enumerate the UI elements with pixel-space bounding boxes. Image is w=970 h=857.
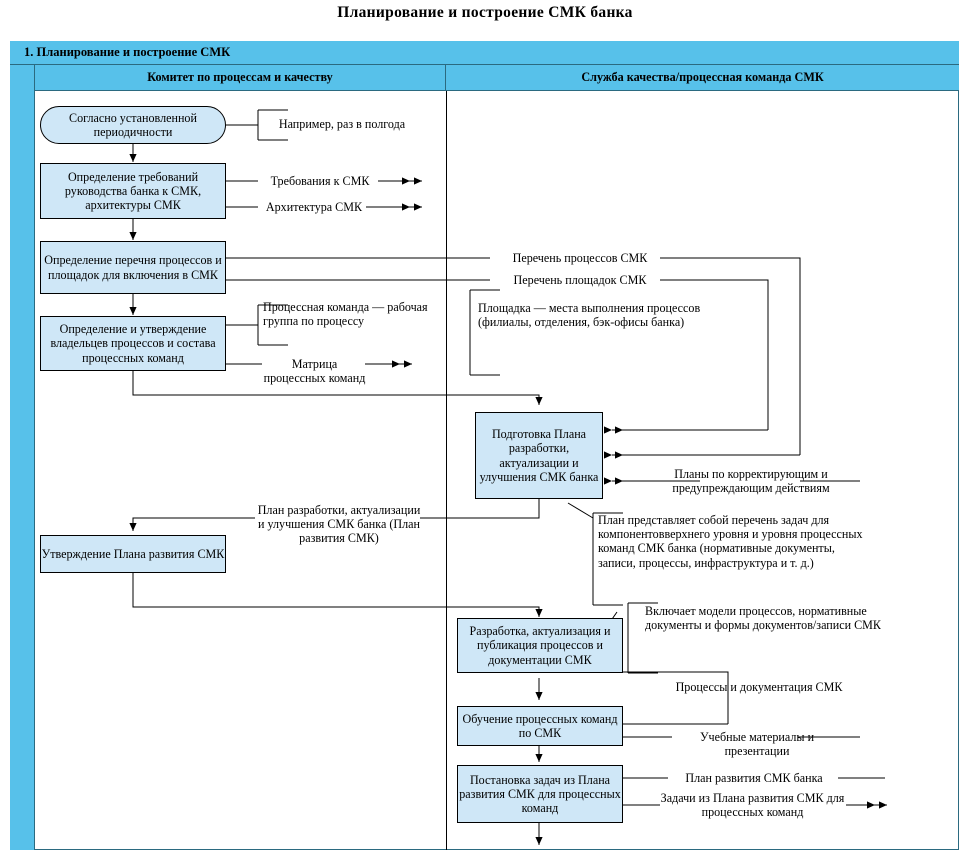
node-plan-approval[interactable]: Утверждение Плана развития СМК — [40, 535, 226, 573]
lane-header-committee: Комитет по процессам и качеству — [35, 65, 446, 91]
node-training[interactable]: Обучение процессных команд по СМК — [457, 706, 623, 746]
node-define-requirements[interactable]: Определение требований руководства банка… — [40, 163, 226, 219]
note-training-materials: Учебные материалы и презентации — [699, 730, 815, 759]
node-plan-preparation[interactable]: Подготовка Плана разработки, актуализаци… — [475, 412, 603, 499]
note-site-list-output: Перечень площадок СМК — [513, 273, 647, 287]
note-plan-description: План представляет собой перечень задач д… — [598, 513, 863, 570]
note-process-list-output: Перечень процессов СМК — [512, 251, 648, 265]
note-team-matrix: Матрица процессных команд — [263, 357, 366, 386]
note-requirements-output: Требования к СМК — [270, 174, 370, 188]
section-header: 1. Планирование и построение СМК — [10, 41, 959, 65]
page-title: Планирование и построение СМК банка — [337, 4, 633, 21]
lane-divider — [446, 91, 447, 850]
note-process-team-definition: Процессная команда — рабочая группа по п… — [263, 300, 428, 329]
note-develop-includes: Включает модели процессов, нормативные д… — [645, 604, 881, 633]
node-define-process-list[interactable]: Определение перечня процессов и площадок… — [40, 241, 226, 294]
node-define-owners[interactable]: Определение и утверждение владельцев про… — [40, 316, 226, 371]
note-development-plan: План разработки, актуализации и улучшени… — [257, 503, 421, 546]
node-develop-publish[interactable]: Разработка, актуализация и публикация пр… — [457, 618, 623, 673]
note-site-definition: Площадка — места выполнения процессов (ф… — [478, 301, 701, 330]
lane-header-quality-service: Служба качества/процессная команда СМК — [446, 65, 959, 91]
note-development-plan-bank: План развития СМК банка — [685, 771, 823, 785]
node-set-tasks[interactable]: Постановка задач из Плана развития СМК д… — [457, 765, 623, 823]
note-periodicity: Например, раз в полгода — [278, 117, 406, 131]
node-start-periodicity[interactable]: Согласно установленной периодичности — [40, 106, 226, 144]
note-architecture-output: Архитектура СМК — [265, 200, 363, 214]
swimlane-stripe — [10, 41, 35, 850]
note-tasks-output: Задачи из Плана развития СМК для процесс… — [660, 791, 845, 820]
note-corrective-plans: Планы по корректирующим и предупреждающи… — [672, 467, 830, 496]
note-processes-docs: Процессы и документация СМК — [675, 680, 843, 694]
